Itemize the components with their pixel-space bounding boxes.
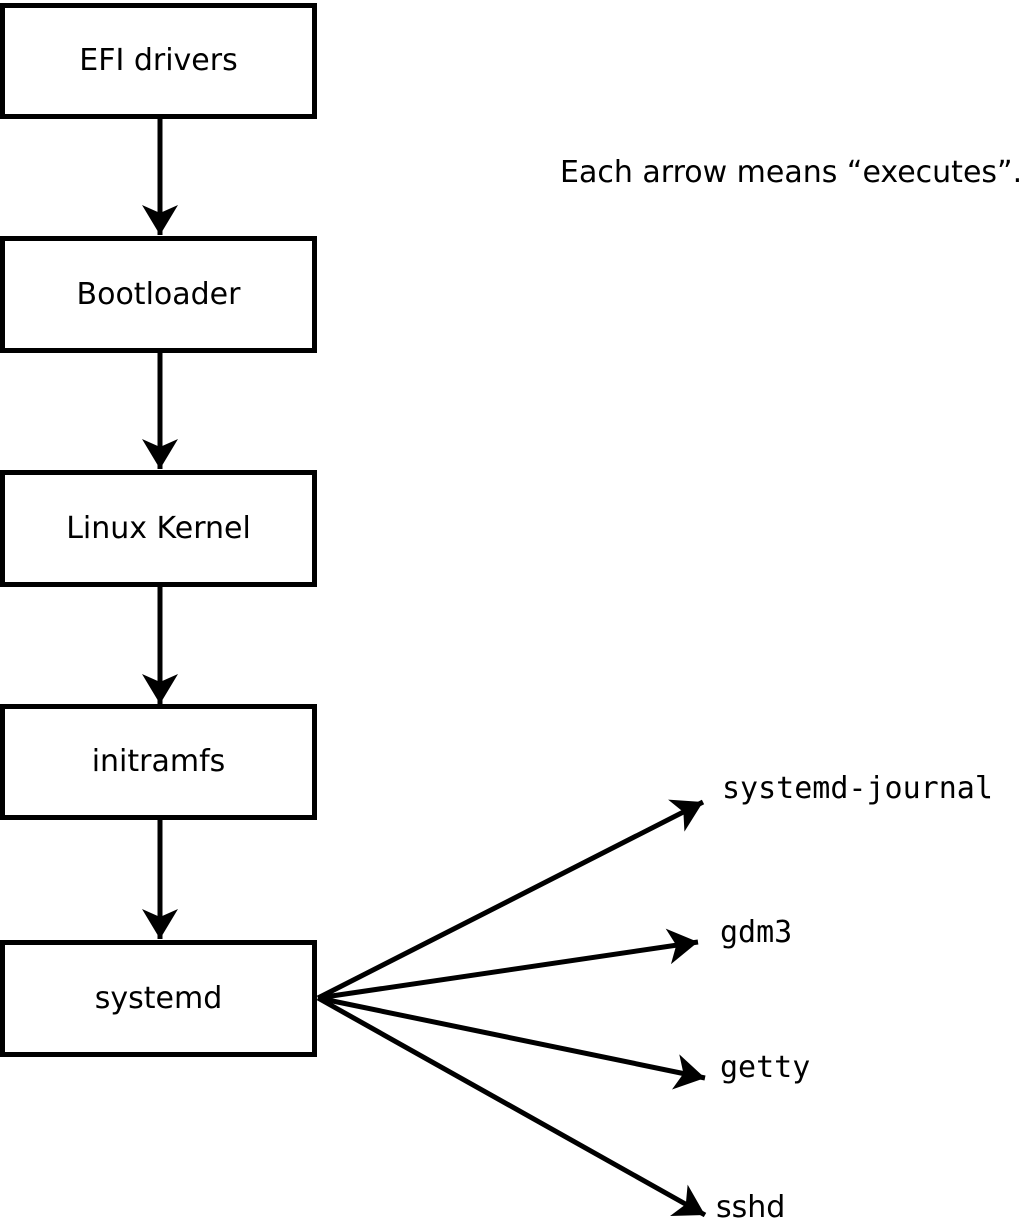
box-efi-drivers: EFI drivers bbox=[0, 3, 317, 119]
leaf-getty: getty bbox=[720, 1050, 811, 1085]
box-initramfs: initramfs bbox=[0, 704, 317, 820]
box-efi-drivers-label: EFI drivers bbox=[79, 43, 238, 78]
box-systemd: systemd bbox=[0, 940, 317, 1057]
leaf-systemd-journal: systemd-journal bbox=[722, 771, 993, 806]
caption-arrow-meaning: Each arrow means “executes”. bbox=[560, 155, 1023, 190]
arrow-systemd-to-sshd-icon bbox=[316, 995, 707, 1218]
box-systemd-label: systemd bbox=[94, 980, 223, 1016]
arrow-systemd-to-getty-icon bbox=[317, 995, 706, 1090]
arrow-systemd-to-journal-icon bbox=[316, 799, 705, 1001]
leaf-sshd: sshd bbox=[716, 1190, 786, 1225]
arrow-systemd-to-gdm3-icon bbox=[317, 928, 699, 1001]
box-linux-kernel: Linux Kernel bbox=[0, 470, 317, 587]
box-linux-kernel-label: Linux Kernel bbox=[66, 510, 251, 546]
leaf-gdm3: gdm3 bbox=[720, 915, 793, 950]
box-bootloader-label: Bootloader bbox=[76, 276, 241, 312]
box-bootloader: Bootloader bbox=[0, 236, 317, 353]
box-initramfs-label: initramfs bbox=[91, 744, 226, 779]
